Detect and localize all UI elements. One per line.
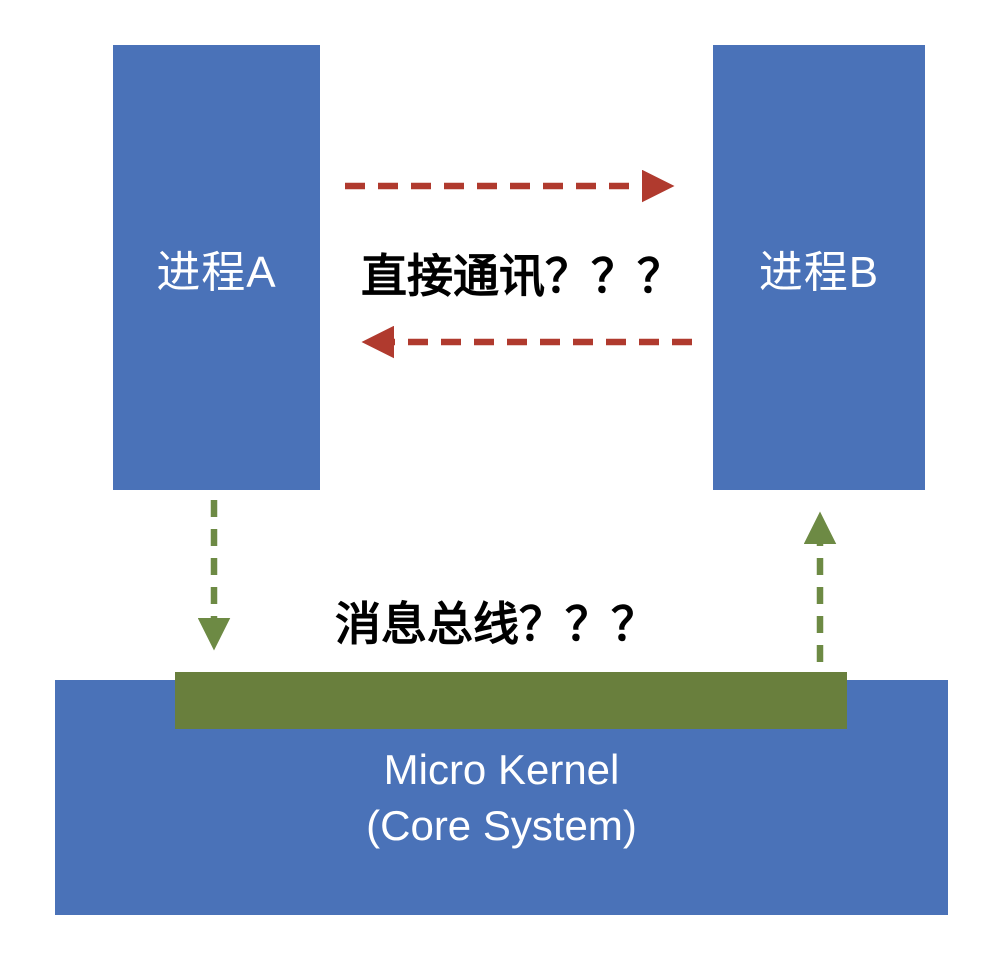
direct-communication-label: 直接通讯？？？ (361, 250, 683, 302)
message-bus-label: 消息总线？？？ (335, 598, 657, 650)
micro-kernel-subtitle: (Core System) (366, 802, 637, 849)
process-b-label: 进程B (758, 247, 880, 297)
process-a-label: 进程A (156, 247, 277, 297)
process-a-box: 进程A (113, 45, 320, 490)
process-b-box: 进程B (713, 45, 925, 490)
micro-kernel-title: Micro Kernel (383, 746, 620, 793)
message-bus-bar (175, 672, 847, 729)
